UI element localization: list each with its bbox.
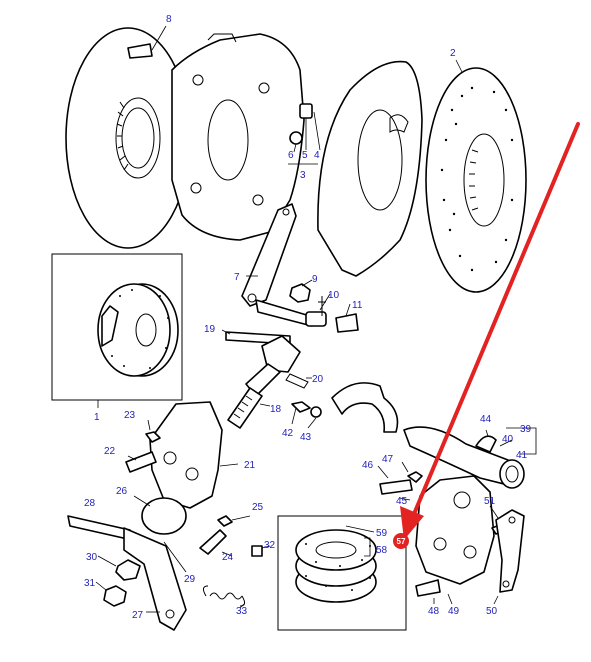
inset-box-part-1 [51,253,183,408]
label-4: 4 [314,150,320,161]
label-30: 30 [86,552,98,563]
label-57: 57 [397,537,406,546]
pins-and-spring [199,515,271,609]
highlight-badge-57[interactable]: 57 [393,533,409,549]
label-58: 58 [376,545,388,556]
label-41: 41 [516,450,528,461]
label-7: 7 [234,272,240,283]
label-44: 44 [480,414,492,425]
label-19: 19 [204,324,216,335]
label-11: 11 [352,300,363,311]
label-22: 22 [104,446,116,457]
label-42: 42 [282,428,294,439]
label-49: 49 [448,606,460,617]
label-28: 28 [84,498,96,509]
label-20: 20 [312,374,324,385]
label-31: 31 [84,578,96,589]
label-40: 40 [502,434,514,445]
label-24: 24 [222,552,234,563]
bolts-46-47-48 [377,461,453,605]
label-25: 25 [252,502,264,513]
bracket-49 [379,471,507,597]
lever-50 [489,505,525,605]
label-3: 3 [300,170,306,181]
label-51: 51 [484,496,496,507]
arm-27 [67,495,187,631]
label-18: 18 [270,404,282,415]
label-43: 43 [300,432,312,443]
inset-box-seal-57 [277,515,407,631]
label-33: 33 [236,606,248,617]
actuator-plate [317,60,423,277]
part-8-stud [127,25,167,59]
label-59: 59 [376,528,388,539]
red-pointer-arrow [400,122,580,540]
label-32: 32 [264,540,276,551]
parts-5-6-adjuster [288,103,321,165]
label-5: 5 [302,150,308,161]
label-21: 21 [244,460,256,471]
label-8: 8 [166,14,172,25]
label-10: 10 [328,290,340,301]
label-1: 1 [94,412,100,423]
label-23: 23 [124,410,136,421]
label-50: 50 [486,606,498,617]
adjuster-rod-18 [221,329,312,429]
label-45: 45 [396,496,408,507]
curved-tube [291,382,399,433]
housing-plate [171,33,305,241]
friction-disc-right [425,59,527,293]
label-26: 26 [116,486,128,497]
label-47: 47 [382,454,394,465]
part-number-labels: 8 2 6 5 4 3 7 9 10 11 19 20 18 1 23 22 2… [84,14,532,621]
label-9: 9 [312,274,318,285]
label-39: 39 [520,424,532,435]
label-48: 48 [428,606,440,617]
label-46: 46 [362,460,374,471]
cover-21 [125,401,239,509]
pipe-39 [403,426,537,489]
label-6: 6 [288,150,294,161]
label-29: 29 [184,574,196,585]
label-27: 27 [132,610,144,621]
lever-arm-7 [241,203,359,333]
label-2: 2 [450,48,456,59]
